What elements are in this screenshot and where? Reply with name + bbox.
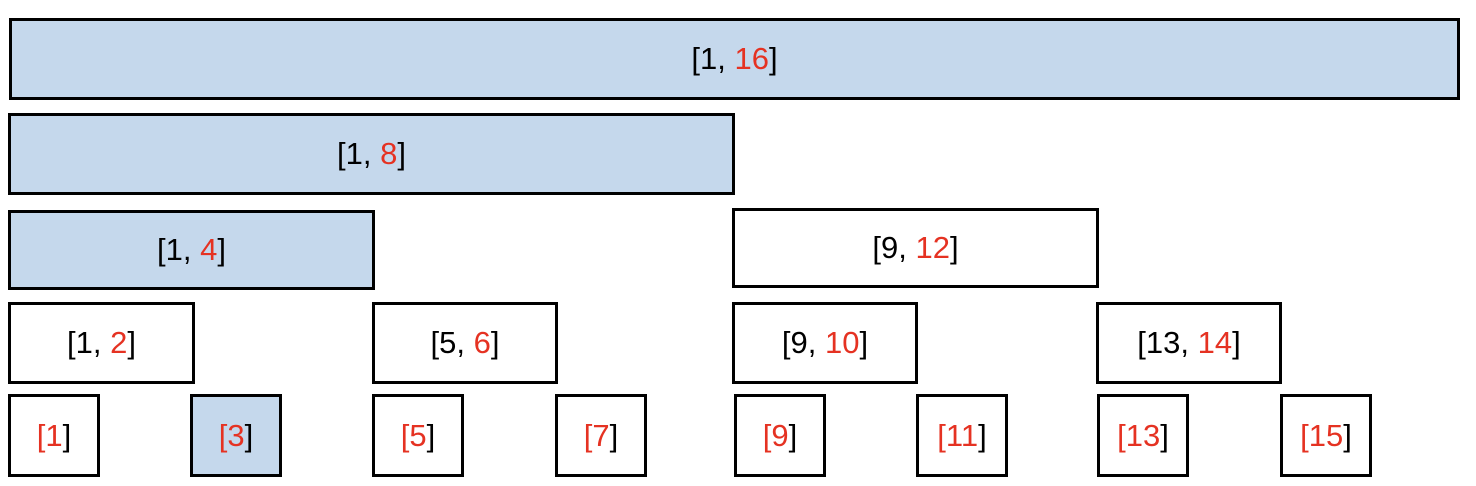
interval-end: 15 <box>1308 417 1344 453</box>
interval-end: 14 <box>1197 325 1233 360</box>
interval-node-3: [3] <box>190 394 282 477</box>
interval-node-15: [15] <box>1280 394 1372 477</box>
interval-start: 9 <box>790 325 808 360</box>
interval-end: 13 <box>1125 417 1161 453</box>
interval-node-1-8: [1, 8] <box>8 113 735 195</box>
interval-end: 10 <box>825 325 860 360</box>
interval-node-5-6: [5, 6] <box>372 302 558 384</box>
interval-node-1-2: [1, 2] <box>8 302 195 384</box>
interval-node-7: [7] <box>555 394 647 477</box>
interval-node-9-12: [9, 12] <box>732 208 1099 288</box>
interval-end: 4 <box>200 232 218 267</box>
interval-end: 6 <box>473 325 491 360</box>
interval-start: 1 <box>165 232 183 267</box>
interval-end: 7 <box>592 417 610 453</box>
interval-node-13: [13] <box>1097 394 1189 477</box>
interval-end: 12 <box>915 230 950 265</box>
interval-end: 5 <box>409 417 427 453</box>
interval-end: 3 <box>227 417 245 453</box>
interval-end: 11 <box>945 417 979 453</box>
interval-node-11: [11] <box>916 394 1008 477</box>
interval-start: 13 <box>1145 325 1181 360</box>
interval-end: 16 <box>734 41 769 76</box>
interval-start: 1 <box>700 41 718 76</box>
interval-node-1-16: [1, 16] <box>9 18 1460 100</box>
interval-end: 1 <box>45 417 63 453</box>
interval-node-13-14: [13, 14] <box>1096 302 1282 384</box>
interval-start: 5 <box>439 325 457 360</box>
interval-node-1: [1] <box>8 394 100 477</box>
interval-node-1-4: [1, 4] <box>8 210 375 290</box>
interval-start: 1 <box>75 325 93 360</box>
interval-end: 2 <box>110 325 128 360</box>
interval-start: 9 <box>881 230 899 265</box>
interval-start: 1 <box>345 136 363 171</box>
interval-node-9: [9] <box>734 394 826 477</box>
interval-node-9-10: [9, 10] <box>732 302 918 384</box>
interval-end: 8 <box>380 136 398 171</box>
interval-end: 9 <box>771 417 789 453</box>
interval-node-5: [5] <box>372 394 464 477</box>
